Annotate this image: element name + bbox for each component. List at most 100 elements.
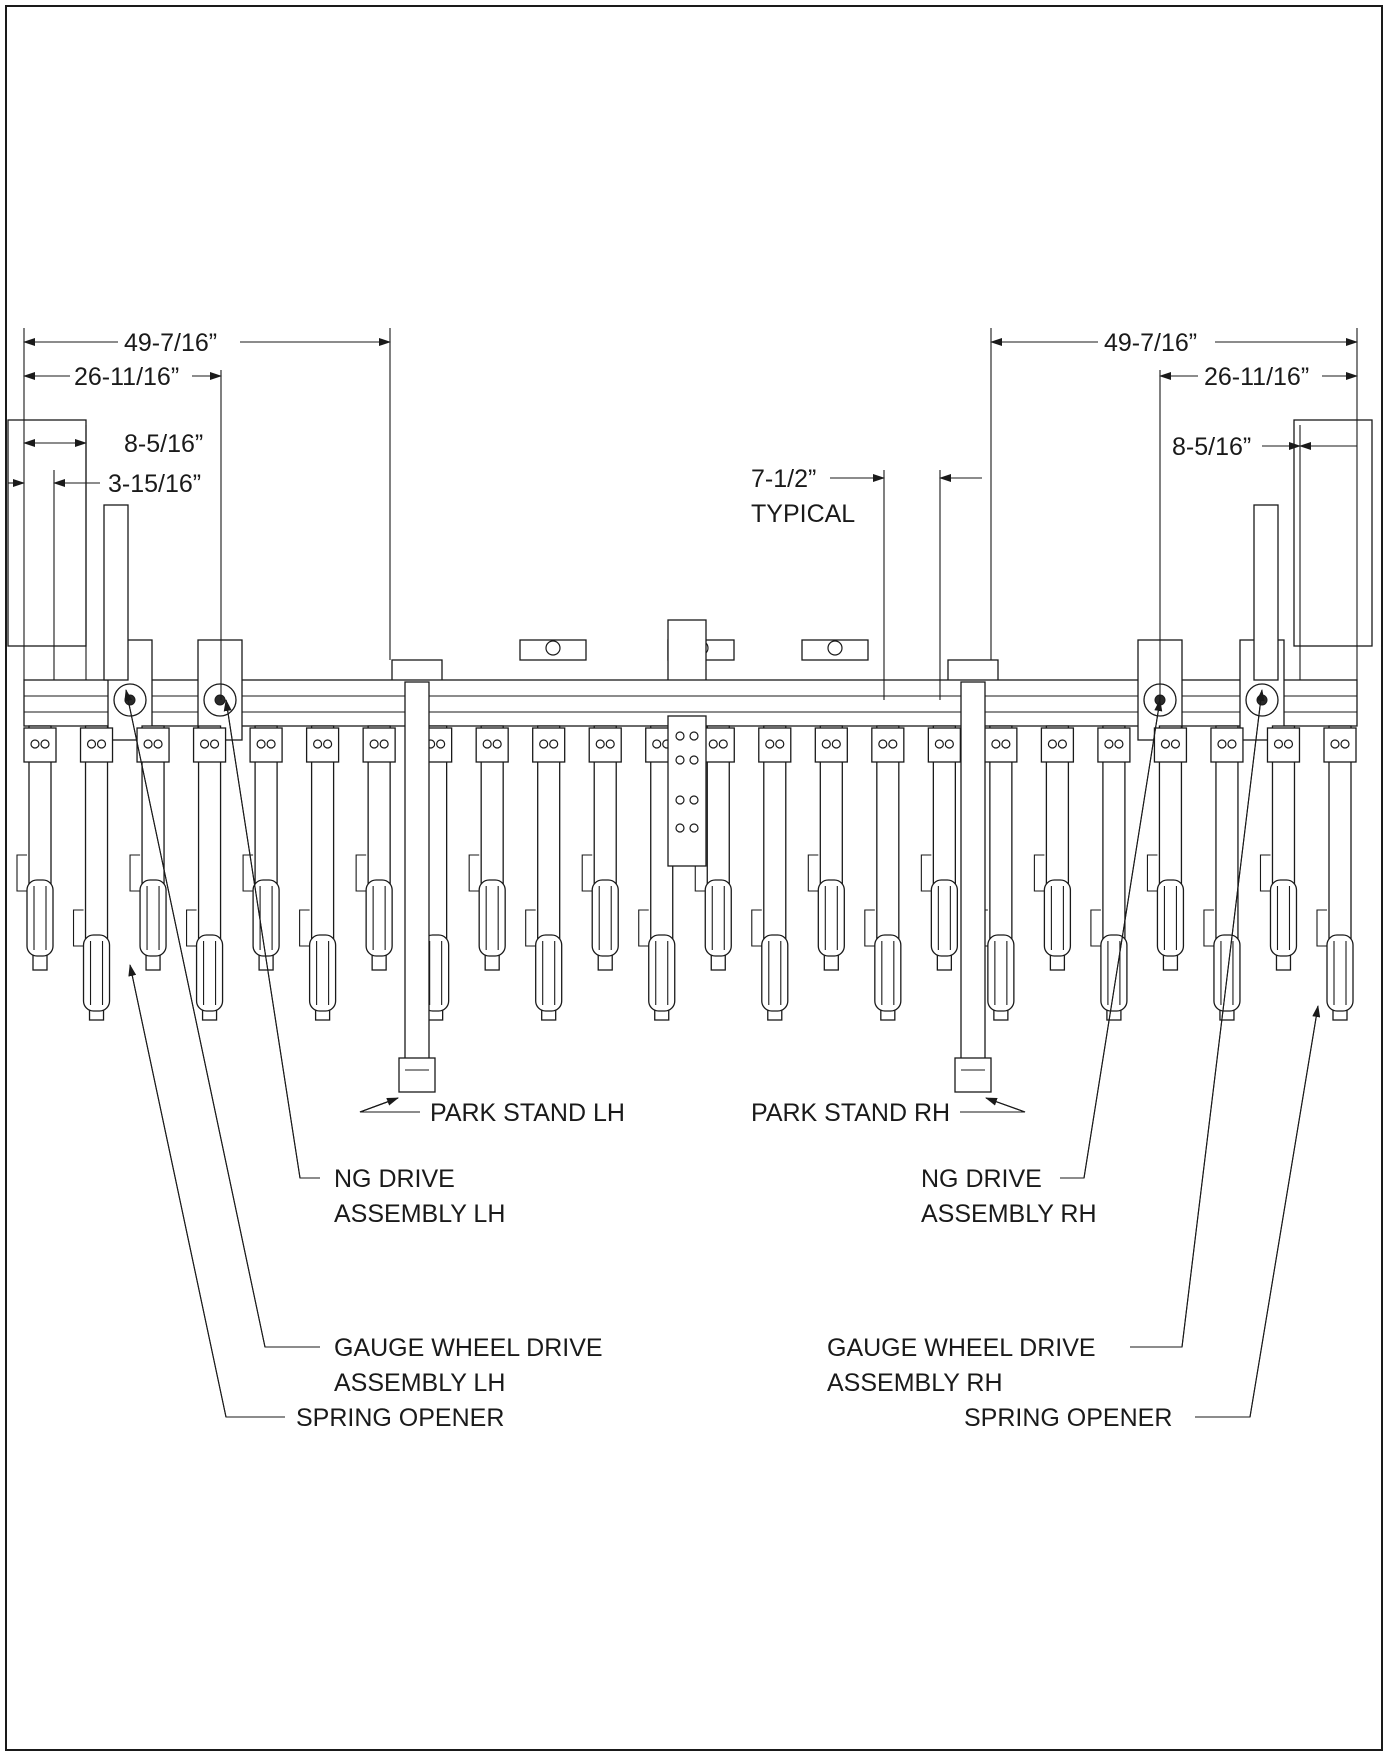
- mount-bolt: [1047, 739, 1057, 749]
- opener-bracket: [1090, 909, 1101, 947]
- mount-bolt: [153, 739, 163, 749]
- plate-bolt: [675, 795, 685, 805]
- row-unit: [1259, 725, 1301, 971]
- closing-wheel: [930, 879, 958, 957]
- dim-typical-value: 7-1/2”: [751, 465, 816, 493]
- mount-bolt: [266, 739, 276, 749]
- mount-bolt: [40, 739, 50, 749]
- closing-wheel: [648, 934, 676, 1012]
- dim-right-26-11-16: 26-11/16”: [1204, 363, 1309, 391]
- park-stand-lh-top: [391, 659, 443, 683]
- closing-wheel: [704, 879, 732, 957]
- left-side-panel: [7, 419, 87, 647]
- callout-spring-opener-lh: SPRING OPENER: [296, 1404, 504, 1432]
- mount-bolt: [199, 739, 210, 749]
- closing-wheel: [365, 879, 393, 957]
- closing-wheel: [535, 934, 563, 1012]
- center-plate: [667, 715, 707, 867]
- mount-bolt: [549, 739, 559, 749]
- row-unit: [920, 725, 961, 971]
- mount-bolt: [708, 739, 718, 749]
- mount-bolt: [1340, 739, 1350, 749]
- row-unit-mount: [1266, 727, 1301, 763]
- sprocket-hub: [124, 694, 136, 706]
- row-unit: [355, 725, 396, 971]
- closing-wheel: [478, 879, 506, 957]
- opener-bracket: [807, 854, 819, 892]
- closing-wheel: [82, 934, 111, 1012]
- callout-ng-drive-rh-2: ASSEMBLY RH: [921, 1200, 1097, 1228]
- row-unit: [72, 725, 114, 1021]
- row-unit-mount: [192, 727, 227, 763]
- plate-bolt: [689, 755, 699, 765]
- opener-bracket: [751, 909, 762, 947]
- mount-bolt: [934, 739, 944, 749]
- opener-bracket: [1259, 854, 1271, 892]
- callout-leaders: [124, 689, 1321, 1418]
- row-unit-mount: [362, 727, 396, 763]
- mount-bolt: [86, 739, 97, 749]
- mount-bolt: [379, 739, 389, 749]
- dim-right-49-7-16: 49-7/16”: [1104, 329, 1197, 357]
- mount-bolt: [436, 739, 446, 749]
- row-unit-mount: [814, 727, 848, 763]
- mount-bolt: [1273, 739, 1284, 749]
- opener-bracket: [355, 854, 367, 892]
- opener-bracket: [1203, 909, 1214, 947]
- mount-bolt: [209, 739, 220, 749]
- opener-bracket: [129, 854, 141, 892]
- row-unit: [129, 725, 170, 971]
- callout-gauge-wheel-rh-2: ASSEMBLY RH: [827, 1369, 1003, 1397]
- park-stand-rh-leg: [960, 681, 986, 1073]
- mount-bolt: [143, 739, 153, 749]
- mount-bolt: [775, 739, 785, 749]
- right-side-panel: [1293, 419, 1373, 647]
- opener-bracket: [1033, 854, 1045, 892]
- row-unit-mount: [249, 727, 283, 763]
- row-unit: [581, 725, 622, 971]
- closing-wheel: [1213, 934, 1241, 1012]
- row-unit-mount: [136, 727, 170, 763]
- closing-wheel: [1326, 934, 1354, 1012]
- right-lift-arm: [1253, 504, 1279, 681]
- mount-bolt: [831, 739, 841, 749]
- plate-bolt: [675, 755, 685, 765]
- row-unit-mount: [1210, 727, 1244, 763]
- opener-bracket: [186, 909, 197, 947]
- row-unit-mount: [532, 727, 566, 763]
- closing-wheel: [252, 879, 280, 957]
- opener-bracket: [1146, 854, 1158, 892]
- row-unit: [468, 725, 509, 971]
- row-unit-mount: [758, 727, 792, 763]
- mount-bolt: [652, 739, 662, 749]
- row-unit: [977, 725, 1018, 1021]
- opener-bracket: [242, 854, 254, 892]
- mount-bolt: [313, 739, 323, 749]
- row-unit: [16, 725, 57, 971]
- mount-bolt: [605, 739, 615, 749]
- dim-right-8-5-16: 8-5/16”: [1172, 433, 1251, 461]
- plate-bolt: [689, 823, 699, 833]
- plate-bolt: [675, 731, 685, 741]
- row-unit: [1146, 725, 1188, 971]
- opener-bracket: [72, 909, 84, 947]
- callout-ng-drive-lh-1: NG DRIVE: [334, 1165, 455, 1193]
- park-stand-lh-foot: [398, 1057, 436, 1093]
- row-unit: [1316, 725, 1357, 1021]
- mount-bolt: [96, 739, 107, 749]
- row-unit-mount: [588, 727, 622, 763]
- park-stand-rh-foot: [954, 1057, 992, 1093]
- row-unit: [1090, 725, 1131, 1021]
- row-unit-mount: [1040, 727, 1075, 763]
- dim-left-26-11-16: 26-11/16”: [74, 363, 179, 391]
- row-unit: [864, 725, 905, 1021]
- row-unit-mount: [984, 727, 1018, 763]
- mount-bolt: [1104, 739, 1114, 749]
- closing-wheel: [139, 879, 167, 957]
- closing-wheel: [1269, 879, 1298, 957]
- mount-bolt: [1001, 739, 1011, 749]
- closing-wheel: [987, 934, 1015, 1012]
- mount-bolt: [991, 739, 1001, 749]
- row-unit-mount: [79, 727, 114, 763]
